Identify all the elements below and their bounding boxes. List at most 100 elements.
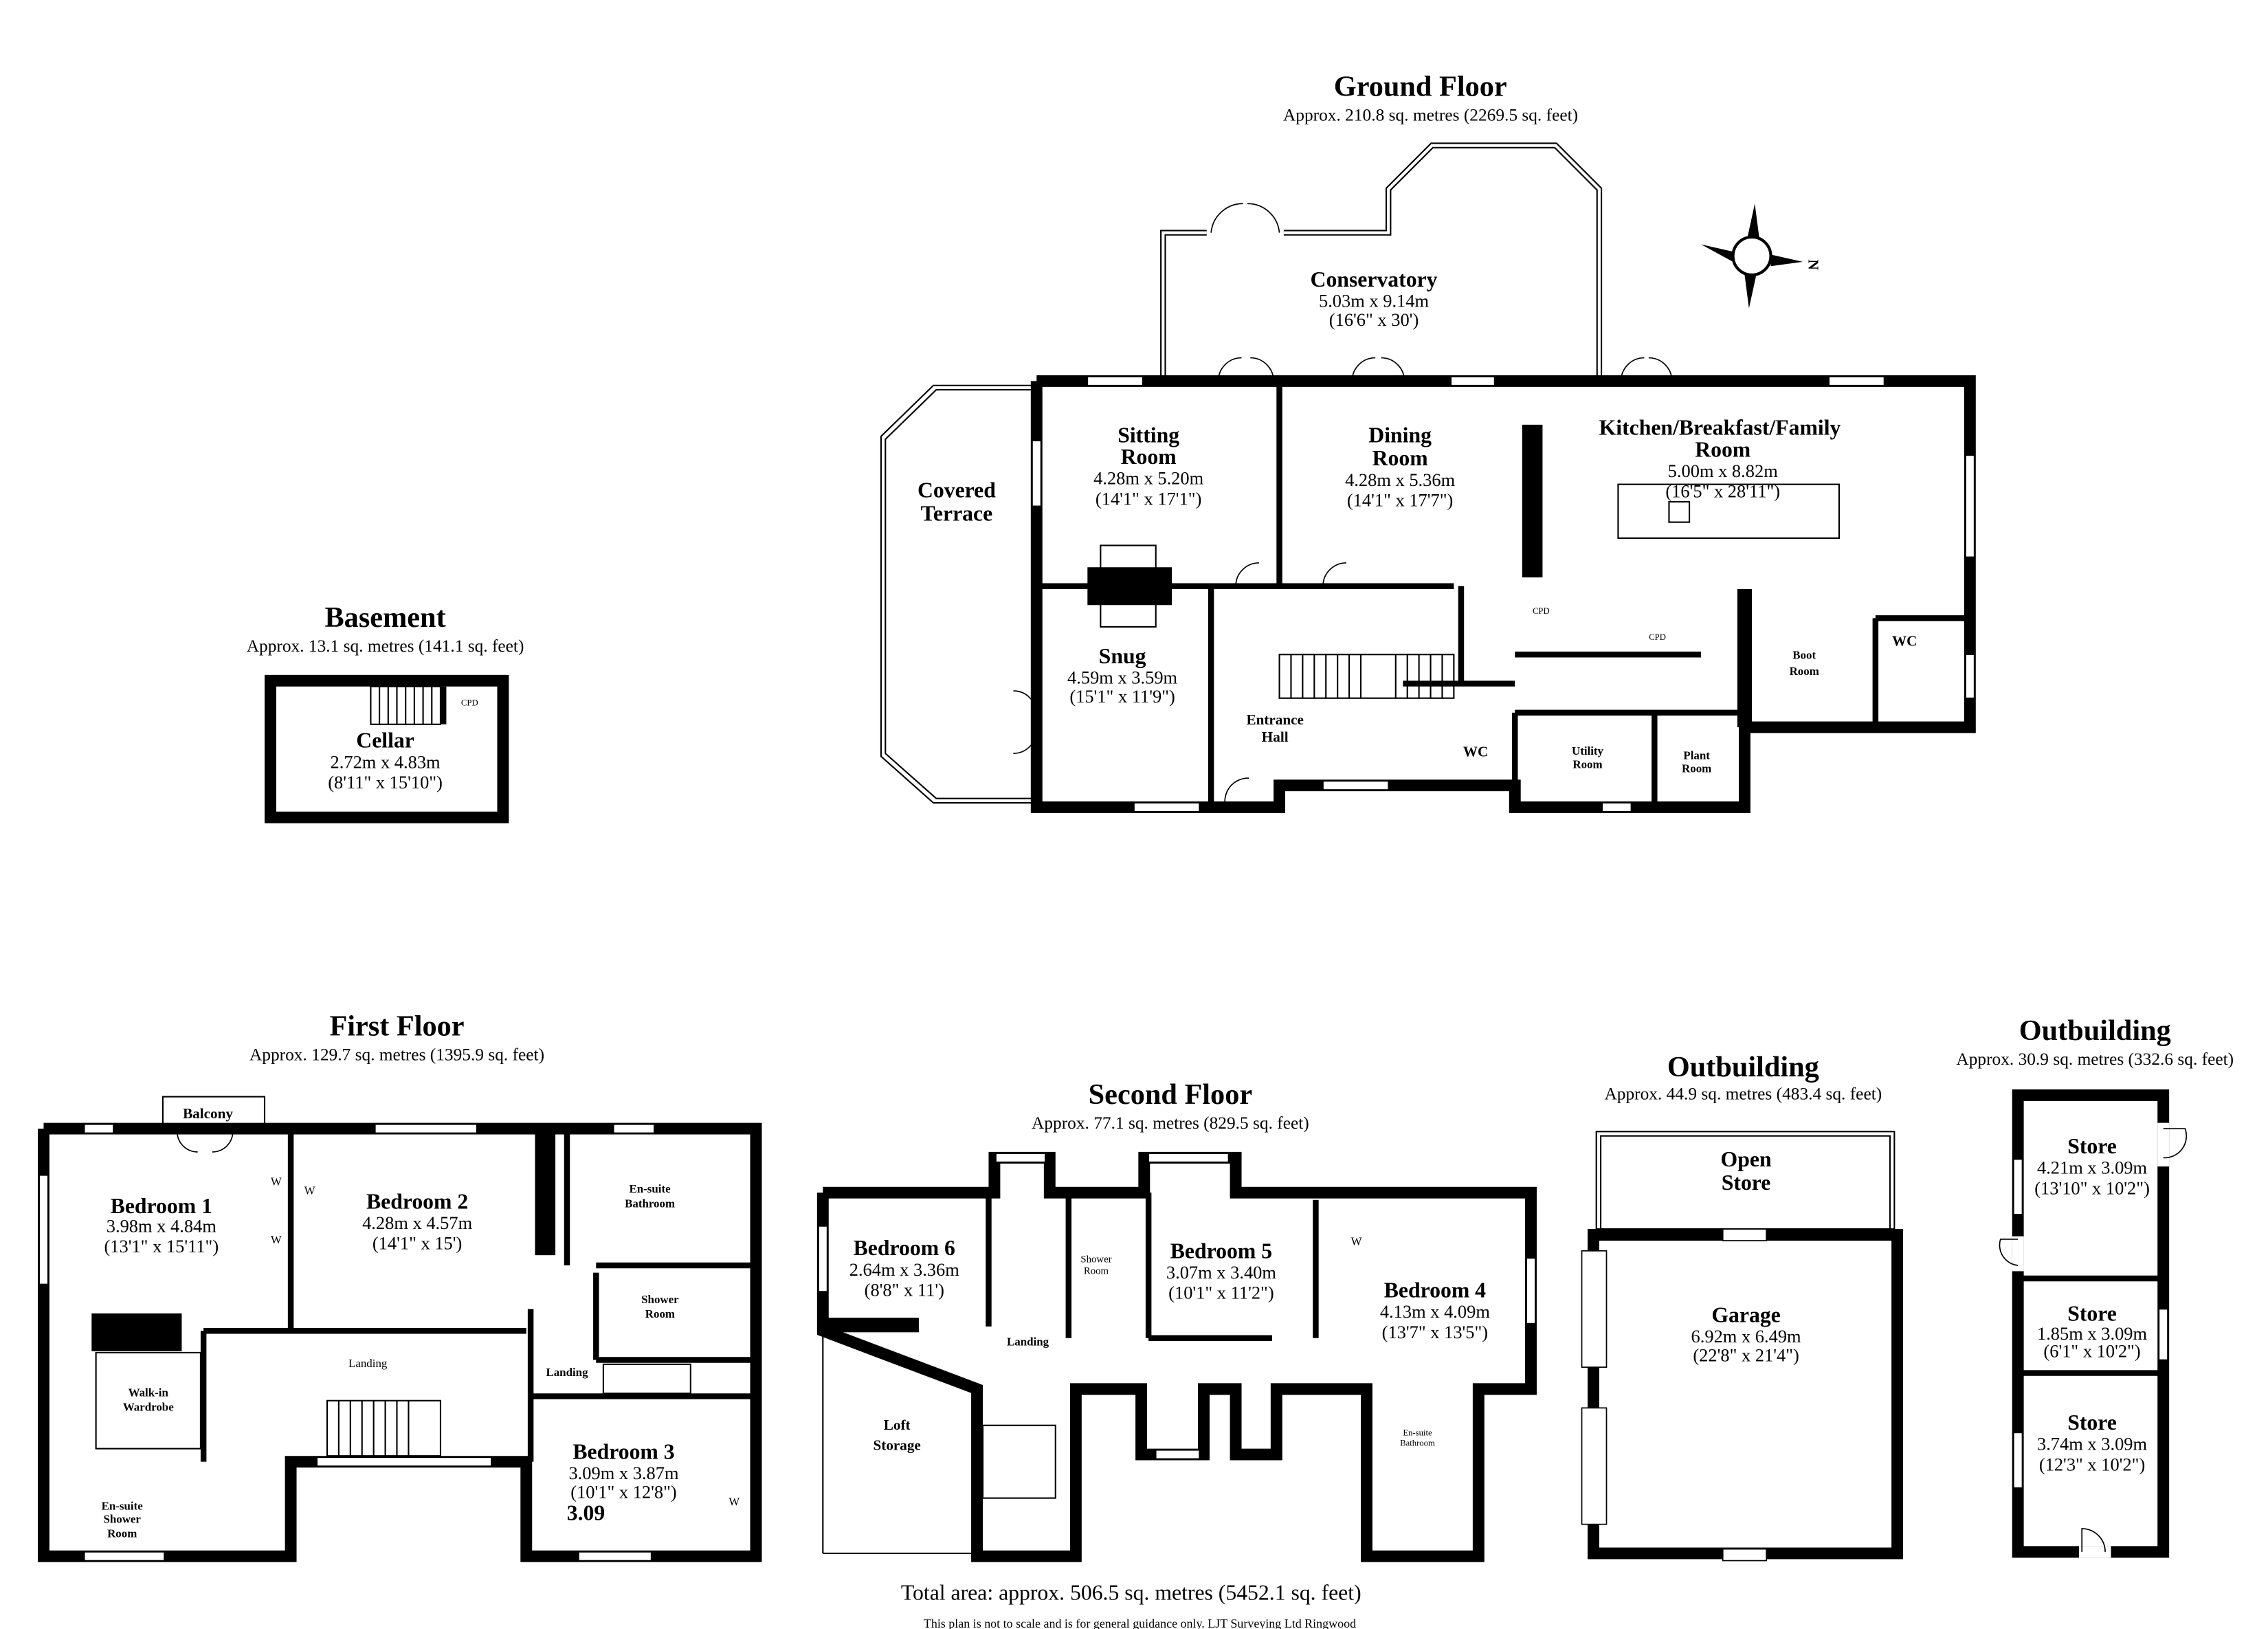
compass-north-label: N xyxy=(1805,259,1822,269)
room-dims-ft: (6'1" x 10'2") xyxy=(2043,1340,2140,1361)
ground-floor-area: Approx. 210.8 sq. metres (2269.5 sq. fee… xyxy=(1283,106,1578,125)
room-name-bedroom3: Bedroom 3 xyxy=(572,1439,674,1463)
room-name-bedroom5: Bedroom 5 xyxy=(1170,1239,1272,1263)
label-landing: Landing xyxy=(546,1366,588,1379)
label-wc: WC xyxy=(1463,743,1488,760)
ground-stairs xyxy=(1278,654,1455,699)
disclaimer: This plan is not to scale and is for gen… xyxy=(924,1617,1356,1629)
room-name-cellar: Cellar xyxy=(356,729,414,753)
label-loft-storage: Storage xyxy=(874,1437,921,1454)
room-dims-ft: (8'8" x 11') xyxy=(865,1279,944,1300)
label-walkin-wardrobe: Walk-in xyxy=(129,1386,169,1399)
label-ensuite-bathroom: En-suite xyxy=(630,1182,671,1195)
label-ensuite: En-suite xyxy=(1403,1428,1432,1438)
total-area: Total area: approx. 506.5 sq. metres (54… xyxy=(901,1581,1361,1605)
covered-terrace-outline xyxy=(880,384,1032,804)
label-ensuite-shower: Shower xyxy=(103,1513,141,1526)
label-landing: Landing xyxy=(348,1357,388,1370)
room-dims-ft: (13'10" x 10'2") xyxy=(2034,1177,2150,1198)
label-balcony: Balcony xyxy=(183,1105,233,1122)
label-shower-room: Room xyxy=(1084,1266,1109,1277)
label-wardrobe: W xyxy=(304,1184,315,1197)
room-name-kitchen: Room xyxy=(1695,437,1750,461)
room-extra-dim: 3.09 xyxy=(567,1500,605,1525)
room-name-store: Store xyxy=(2067,1410,2117,1434)
label-covered-terrace: Terrace xyxy=(921,502,992,526)
label-walkin-wardrobe: Wardrobe xyxy=(123,1401,174,1414)
compass-icon: N xyxy=(1701,203,1822,309)
room-dims-m: 6.92m x 6.49m xyxy=(1691,1326,1802,1347)
label-ensuite-shower: En-suite xyxy=(102,1499,144,1512)
first-floor-title: First Floor xyxy=(329,1010,464,1043)
room-dims-m: 4.28m x 5.20m xyxy=(1093,468,1204,489)
room-name-sitting: Sitting xyxy=(1118,423,1179,447)
label-utility: Room xyxy=(1572,757,1602,771)
label-plant: Plant xyxy=(1683,749,1710,762)
room-dims-ft: (16'6" x 30') xyxy=(1329,309,1419,330)
ground-floor: Ground Floor Approx. 210.8 sq. metres (2… xyxy=(880,71,1976,813)
label-utility: Utility xyxy=(1572,744,1604,757)
label-ensuite-shower: Room xyxy=(107,1527,137,1540)
room-dims-ft: (15'1" x 11'9") xyxy=(1069,686,1175,707)
room-dims-m: 3.98m x 4.84m xyxy=(107,1215,217,1236)
room-dims-m: 4.59m x 3.59m xyxy=(1067,667,1178,688)
room-dims-m: 4.13m x 4.09m xyxy=(1380,1301,1491,1322)
outbuilding-title: Outbuilding xyxy=(2019,1015,2171,1047)
label-open-store: Open xyxy=(1721,1147,1772,1171)
room-name-snug: Snug xyxy=(1099,644,1146,668)
label-wardrobe: W xyxy=(271,1233,282,1246)
second-floor-area: Approx. 77.1 sq. metres (829.5 sq. feet) xyxy=(1032,1113,1309,1133)
label-ensuite-bathroom: Bathroom xyxy=(625,1197,675,1210)
label-shower-room: Shower xyxy=(641,1293,679,1306)
label-shower-room: Shower xyxy=(1080,1254,1111,1265)
outbuilding-title: Outbuilding xyxy=(1667,1051,1819,1083)
label-wardrobe: W xyxy=(271,1175,282,1188)
room-name-dining: Dining xyxy=(1368,423,1432,447)
label-landing: Landing xyxy=(1007,1335,1049,1348)
label-cpd: CPD xyxy=(461,698,478,707)
label-boot: Room xyxy=(1790,665,1819,678)
kitchen-island xyxy=(1617,483,1841,540)
room-dims-m: 1.85m x 3.09m xyxy=(2037,1323,2148,1344)
basement: Basement Approx. 13.1 sq. metres (141.1 … xyxy=(247,601,524,823)
label-boot: Boot xyxy=(1792,649,1816,662)
room-name-bedroom2: Bedroom 2 xyxy=(366,1189,468,1213)
label-entrance-hall: Entrance xyxy=(1247,711,1304,728)
label-wardrobe: W xyxy=(1351,1234,1362,1248)
conservatory-wall xyxy=(1160,230,1207,381)
label-cpd: CPD xyxy=(1649,632,1666,642)
label-covered-terrace: Covered xyxy=(918,478,996,502)
room-dims-m: 5.03m x 9.14m xyxy=(1319,290,1430,311)
label-cpd: CPD xyxy=(1533,606,1550,616)
label-ensuite: Bathroom xyxy=(1400,1438,1435,1448)
room-dims-m: 3.07m x 3.40m xyxy=(1166,1262,1277,1283)
room-dims-m: 4.28m x 4.57m xyxy=(362,1212,473,1233)
room-dims-m: 5.00m x 8.82m xyxy=(1668,461,1779,481)
room-name-sitting: Room xyxy=(1121,445,1177,469)
room-name-bedroom6: Bedroom 6 xyxy=(854,1236,955,1260)
room-dims-ft: (12'3" x 10'2") xyxy=(2039,1454,2145,1474)
room-name-bedroom1: Bedroom 1 xyxy=(111,1194,212,1218)
first-floor-area: Approx. 129.7 sq. metres (1395.9 sq. fee… xyxy=(249,1045,544,1065)
basement-title: Basement xyxy=(324,601,445,634)
room-dims-ft: (13'1" x 15'11") xyxy=(104,1236,219,1256)
room-dims-m: 3.09m x 3.87m xyxy=(568,1463,679,1483)
room-dims-m: 4.28m x 5.36m xyxy=(1345,469,1456,490)
label-plant: Room xyxy=(1682,762,1711,775)
label-loft-storage: Loft xyxy=(884,1417,911,1433)
room-name-garage: Garage xyxy=(1711,1303,1780,1327)
room-dims-ft: (10'1" x 12'8") xyxy=(570,1482,676,1503)
room-dims-ft: (14'1" x 17'7") xyxy=(1347,489,1453,510)
outbuilding-garage: Outbuilding Approx. 44.9 sq. metres (483… xyxy=(1581,1051,1904,1562)
room-name-conservatory: Conservatory xyxy=(1311,267,1438,291)
room-dims-ft: (14'1" x 17'1") xyxy=(1096,488,1201,509)
second-floor-title: Second Floor xyxy=(1089,1078,1252,1111)
outbuilding-area: Approx. 30.9 sq. metres (332.6 sq. feet) xyxy=(1956,1050,2234,1069)
basement-area: Approx. 13.1 sq. metres (141.1 sq. feet) xyxy=(247,636,524,656)
first-floor: First Floor Approx. 129.7 sq. metres (13… xyxy=(38,1010,762,1562)
outbuilding-stores: Outbuilding Approx. 30.9 sq. metres (332… xyxy=(1956,1015,2234,1558)
room-dims-ft: (8'11" x 15'10") xyxy=(328,772,443,793)
room-dims-ft: (10'1" x 11'2") xyxy=(1168,1283,1274,1303)
room-dims-m: 4.21m x 3.09m xyxy=(2037,1157,2148,1178)
